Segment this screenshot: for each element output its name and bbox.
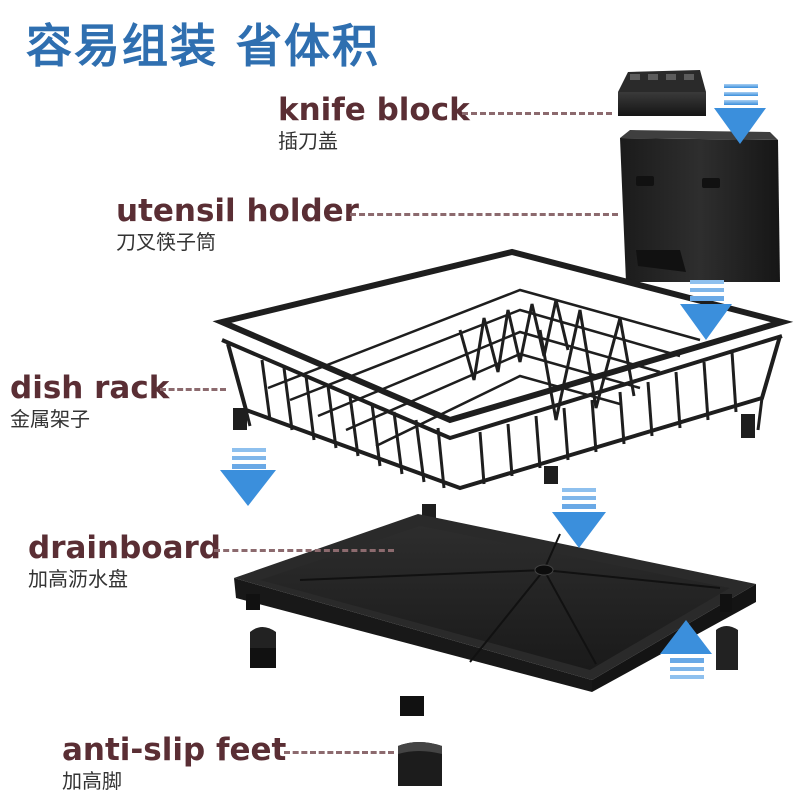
headline: 容易组装 省体积: [26, 19, 381, 73]
feet-illustration: [250, 626, 738, 786]
arrow-down-icon: [714, 84, 766, 144]
drainboard-label-en: drainboard: [28, 530, 221, 566]
knife-block-label-en: knife block: [278, 92, 470, 128]
anti-slip-feet-leader: [284, 751, 394, 754]
knife-block-label-zh: 插刀盖: [278, 129, 338, 153]
drainboard-leader: [214, 549, 394, 552]
utensil-holder-label-zh: 刀叉筷子筒: [116, 230, 216, 254]
dish-rack-illustration: [212, 248, 794, 526]
utensil-holder-label-en: utensil holder: [116, 193, 359, 229]
dish-rack-label-en: dish rack: [10, 370, 170, 406]
knife-block-leader: [462, 112, 612, 115]
arrow-up-icon: [660, 620, 712, 679]
knife-block-label: knife block 插刀盖: [278, 92, 470, 154]
dish-rack-label-zh: 金属架子: [10, 407, 90, 431]
arrow-down-icon: [680, 280, 732, 340]
knife-block-illustration: [618, 70, 706, 116]
drainboard-illustration: [234, 514, 756, 716]
anti-slip-feet-label-zh: 加高脚: [62, 769, 122, 793]
dish-rack-leader: [160, 388, 226, 391]
utensil-holder-label: utensil holder 刀叉筷子筒: [116, 193, 359, 255]
utensil-holder-leader: [350, 213, 618, 216]
drainboard-label-zh: 加高沥水盘: [28, 567, 128, 591]
utensil-holder-illustration: [620, 130, 780, 282]
anti-slip-feet-label: anti-slip feet 加高脚: [62, 732, 286, 794]
anti-slip-feet-label-en: anti-slip feet: [62, 732, 287, 768]
arrow-down-icon: [552, 488, 606, 548]
drainboard-label: drainboard 加高沥水盘: [28, 530, 221, 592]
dish-rack-label: dish rack 金属架子: [10, 370, 169, 432]
arrow-down-icon: [220, 448, 276, 506]
